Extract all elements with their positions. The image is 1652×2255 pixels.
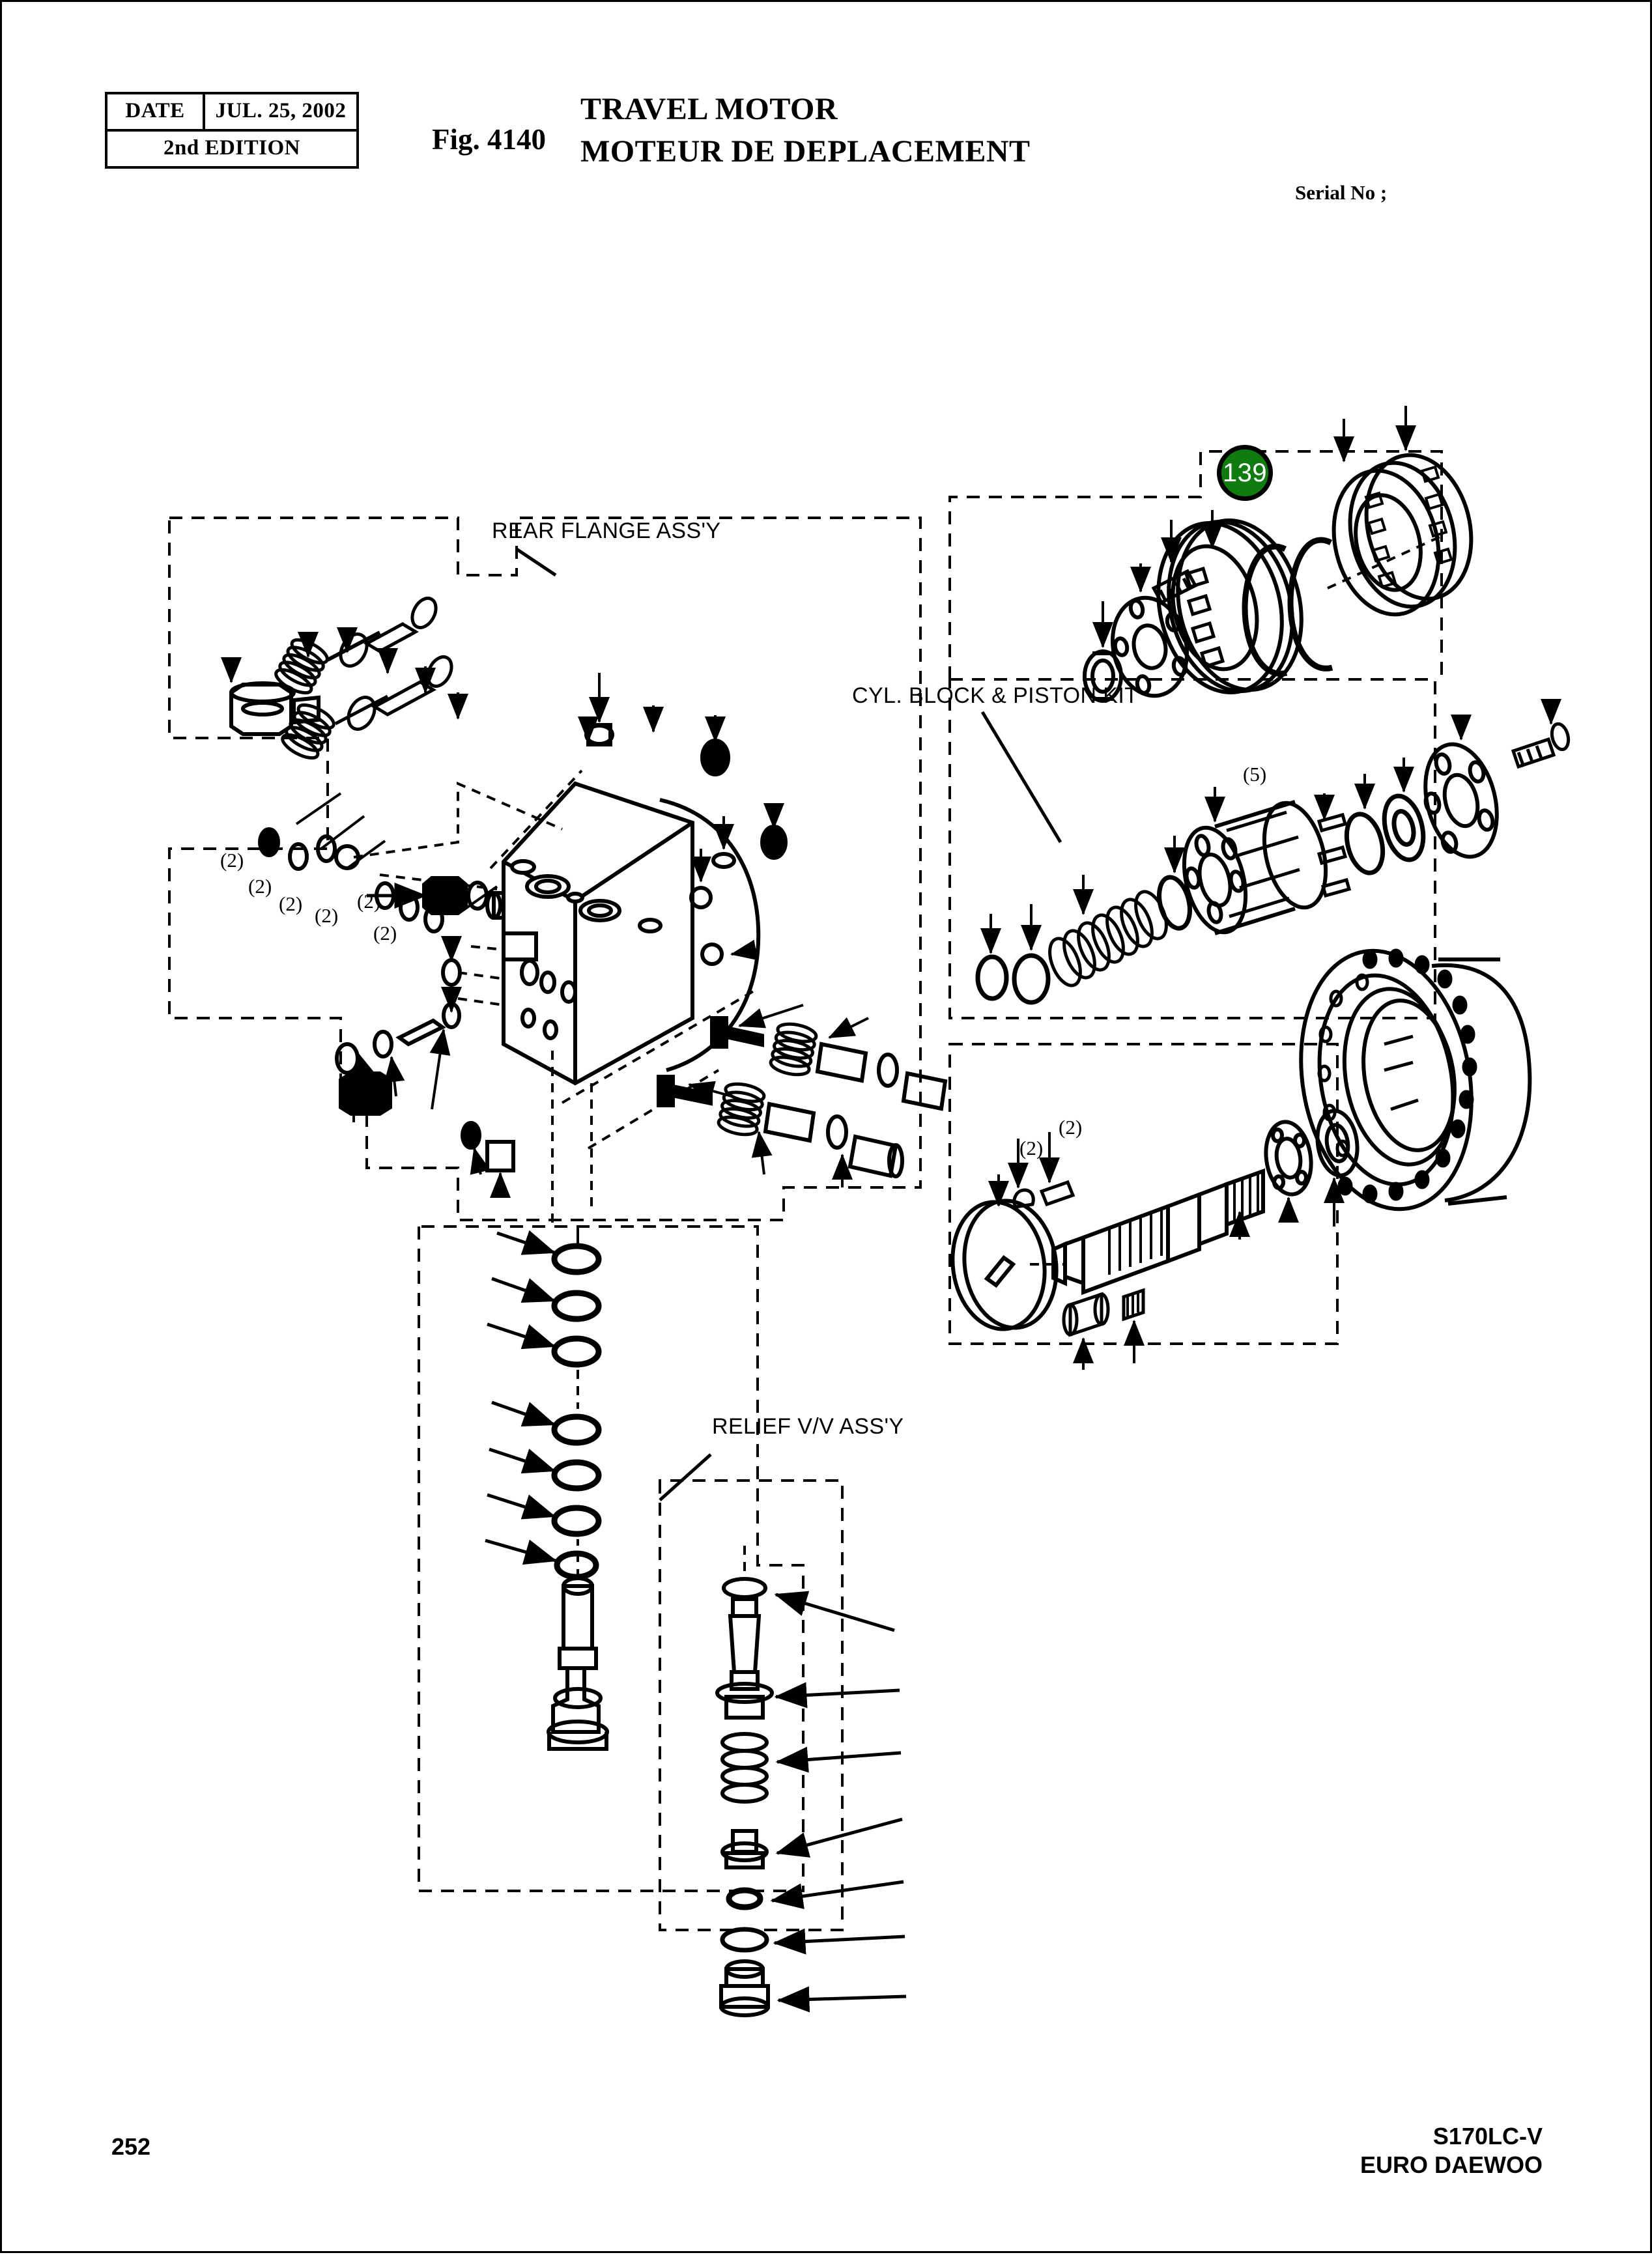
qty-marker: (2) — [1019, 1137, 1044, 1159]
qty-marker: (2) — [373, 922, 397, 944]
model-name: S170LC-V — [1432, 2123, 1543, 2149]
date-label: DATE — [107, 94, 205, 129]
qty-marker: (2) — [1059, 1116, 1083, 1139]
company-name: EURO DAEWOO — [1360, 2151, 1543, 2178]
serial-number-label: Serial No ; — [1295, 181, 1388, 204]
model-footer: S170LC-V EURO DAEWOO — [1360, 2122, 1543, 2179]
edition-row: 2nd EDITION — [107, 132, 356, 166]
label-cyl-block-piston-kit: CYL. BLOCK & PISTON KIT — [852, 683, 1139, 708]
qty-marker: (2) — [315, 904, 339, 927]
title-english: TRAVEL MOTOR — [580, 92, 838, 126]
page-number: 252 — [111, 2133, 151, 2160]
qty-marker: (2) — [357, 890, 381, 913]
title-french: MOTEUR DE DEPLACEMENT — [580, 134, 1031, 169]
part-callout-badge-139[interactable]: 139 — [1217, 445, 1273, 501]
date-value: JUL. 25, 2002 — [215, 99, 347, 122]
date-row: DATE JUL. 25, 2002 — [107, 94, 356, 132]
edition-value: 2nd EDITION — [164, 136, 300, 160]
date-edition-box: DATE JUL. 25, 2002 2nd EDITION — [105, 92, 359, 169]
qty-marker: (5) — [1243, 763, 1267, 786]
figure-number: Fig. 4140 — [432, 123, 546, 156]
label-relief-vv-assy: RELIEF V/V ASS'Y — [712, 1414, 904, 1439]
qty-marker: (2) — [248, 875, 272, 898]
qty-marker: (2) — [279, 892, 303, 915]
label-rear-flange-assy: REAR FLANGE ASS'Y — [492, 518, 721, 543]
qty-marker: (2) — [220, 849, 244, 872]
page-title: TRAVEL MOTOR MOTEUR DE DEPLACEMENT — [580, 92, 1031, 169]
